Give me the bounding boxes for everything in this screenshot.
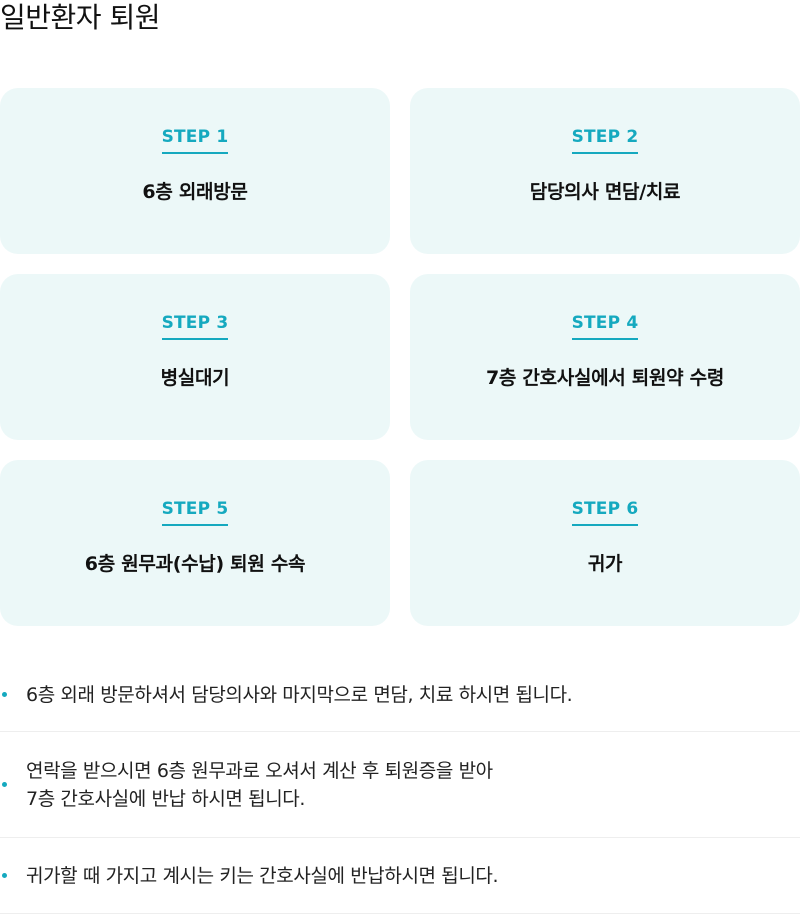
note-text: 귀가할 때 가지고 계시는 키는 간호사실에 반납하시면 됩니다. [26,862,499,890]
bullet-dot-icon [2,873,7,878]
note-text: 연락을 받으시면 6층 원무과로 오셔서 계산 후 퇴원증을 받아 7층 간호사… [26,757,493,813]
step-description: 7층 간호사실에서 퇴원약 수령 [485,367,725,389]
step-card-3: STEP 3 병실대기 [0,274,390,440]
step-card-5: STEP 5 6층 원무과(수납) 퇴원 수속 [0,460,390,626]
step-description: 담당의사 면담/치료 [529,181,681,203]
note-item: 연락을 받으시면 6층 원무과로 오셔서 계산 후 퇴원증을 받아 7층 간호사… [0,732,800,838]
note-line: 귀가할 때 가지고 계시는 키는 간호사실에 반납하시면 됩니다. [26,864,499,887]
step-description: 6층 원무과(수납) 퇴원 수속 [84,553,306,575]
step-description: 귀가 [587,553,623,575]
step-label: STEP 6 [571,498,639,526]
bullet-dot-icon [2,782,7,787]
note-line: 연락을 받으시면 6층 원무과로 오셔서 계산 후 퇴원증을 받아 [26,759,493,782]
note-item: 귀가할 때 가지고 계시는 키는 간호사실에 반납하시면 됩니다. [0,838,800,914]
step-card-6: STEP 6 귀가 [410,460,800,626]
step-card-2: STEP 2 담당의사 면담/치료 [410,88,800,254]
note-item: 6층 외래 방문하셔서 담당의사와 마지막으로 면담, 치료 하시면 됩니다. [0,658,800,732]
note-text: 6층 외래 방문하셔서 담당의사와 마지막으로 면담, 치료 하시면 됩니다. [26,681,573,709]
step-description: 6층 외래방문 [142,181,248,203]
note-line: 7층 간호사실에 반납 하시면 됩니다. [26,787,306,810]
note-line: 6층 외래 방문하셔서 담당의사와 마지막으로 면담, 치료 하시면 됩니다. [26,683,573,706]
step-card-1: STEP 1 6층 외래방문 [0,88,390,254]
discharge-steps-grid: STEP 1 6층 외래방문 STEP 2 담당의사 면담/치료 STEP 3 … [0,88,800,626]
step-card-4: STEP 4 7층 간호사실에서 퇴원약 수령 [410,274,800,440]
page-title: 일반환자 퇴원 [0,1,160,34]
step-label: STEP 3 [161,312,229,340]
step-label: STEP 4 [571,312,639,340]
step-label: STEP 1 [161,126,229,154]
bullet-dot-icon [2,692,7,697]
step-label: STEP 5 [161,498,229,526]
discharge-notes-list: 6층 외래 방문하셔서 담당의사와 마지막으로 면담, 치료 하시면 됩니다. … [0,658,800,914]
step-description: 병실대기 [160,367,230,389]
step-label: STEP 2 [571,126,639,154]
